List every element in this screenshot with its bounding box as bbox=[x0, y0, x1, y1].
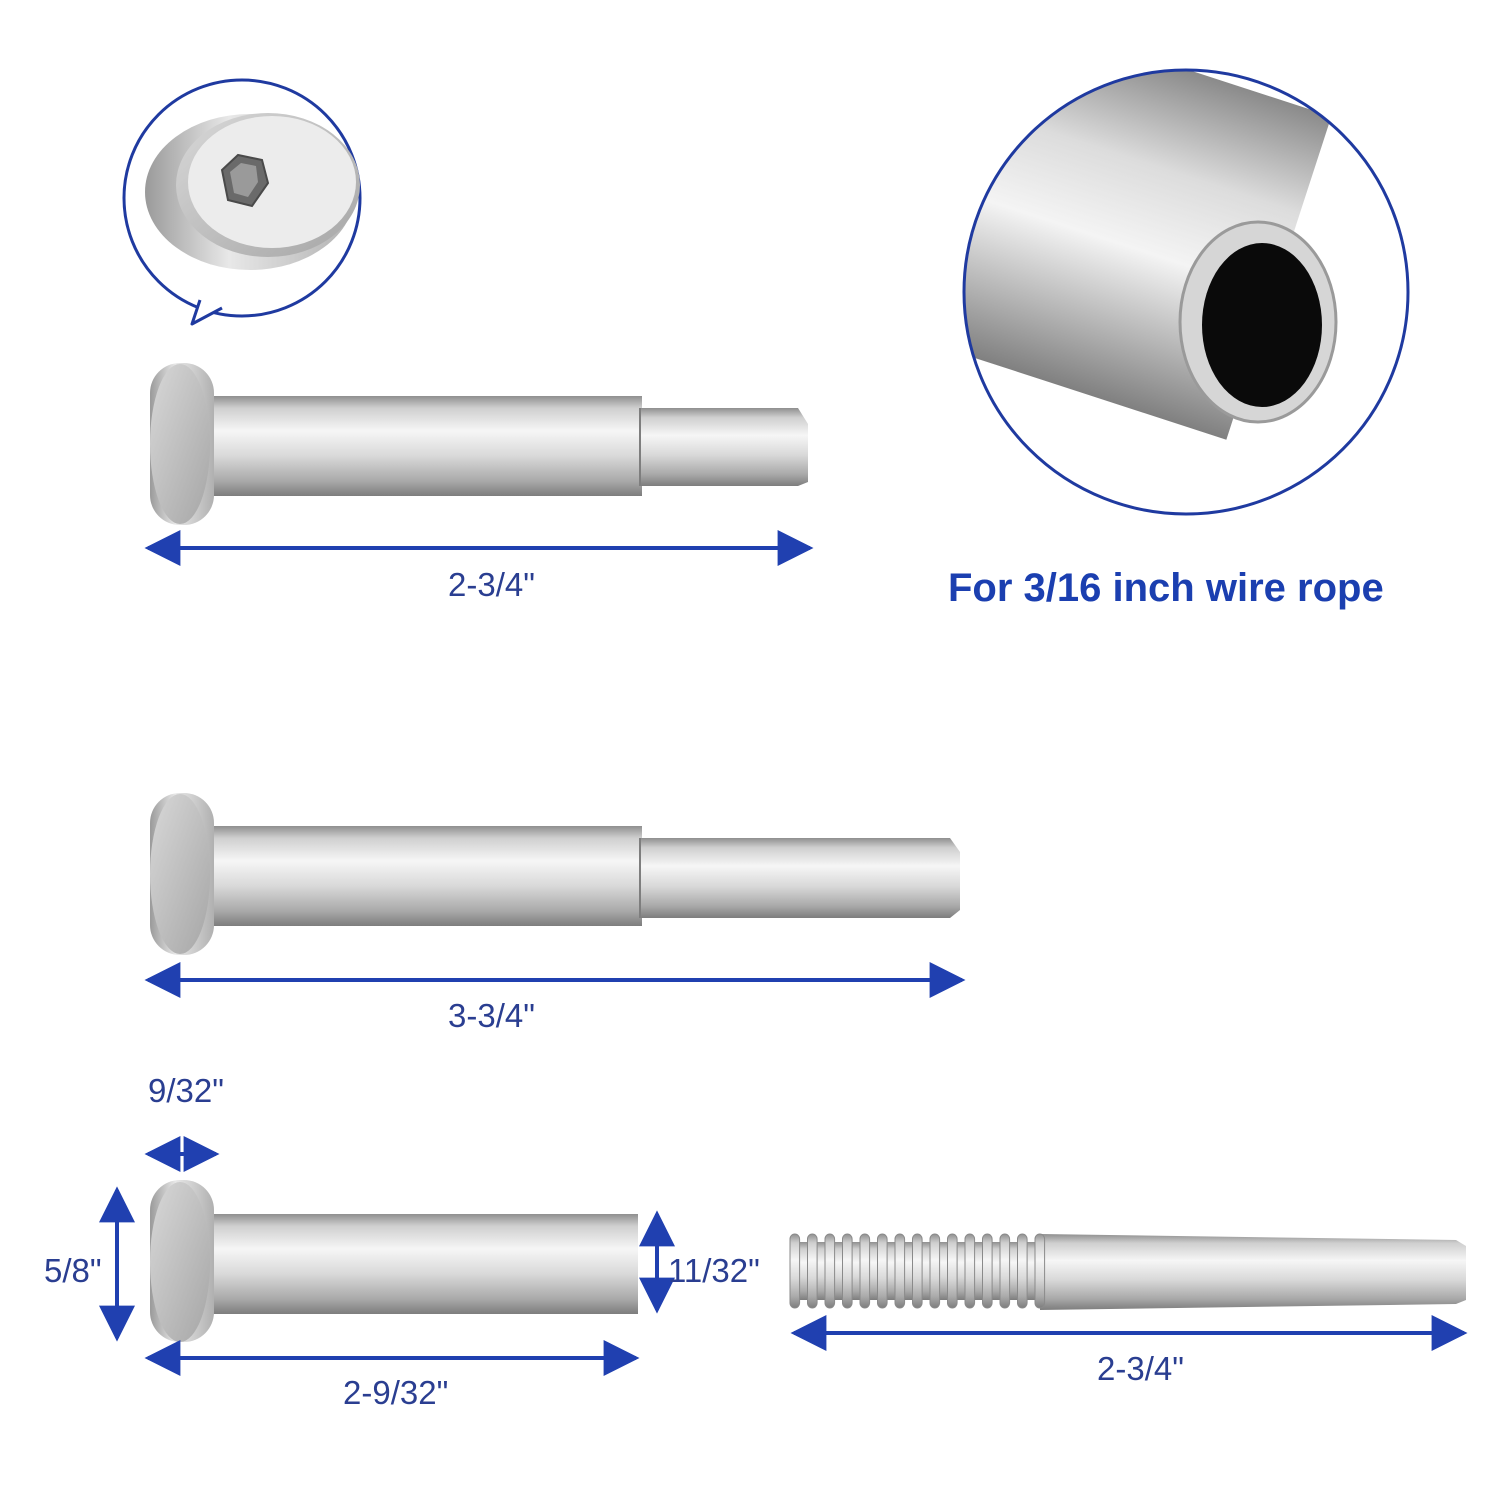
thread-ridge bbox=[842, 1233, 853, 1309]
thread-ridge bbox=[1017, 1233, 1028, 1309]
thread-ridge bbox=[807, 1233, 818, 1309]
thread-ridge bbox=[999, 1233, 1011, 1309]
dimension-lines bbox=[99, 530, 1468, 1376]
short-stud-length-label: 2-3/4" bbox=[448, 566, 535, 603]
thread-ridge bbox=[929, 1233, 941, 1309]
receiver-length-label: 2-9/32" bbox=[343, 1374, 449, 1411]
thread-ridge bbox=[824, 1233, 836, 1309]
thread-ridge bbox=[982, 1233, 993, 1309]
body-diameter-label: 11/32" bbox=[668, 1252, 760, 1289]
threaded-swage-stud bbox=[789, 1233, 1466, 1310]
long-stud-length-label: 3-3/4" bbox=[448, 997, 535, 1034]
thread-ridge bbox=[912, 1233, 923, 1309]
head-thickness-label: 9/32" bbox=[148, 1072, 224, 1109]
long-swage-stud bbox=[150, 793, 960, 955]
hollow-tube-end-icon bbox=[962, 68, 1410, 516]
wire-rope-size-caption: For 3/16 inch wire rope bbox=[948, 566, 1384, 610]
receiver-stud bbox=[150, 1180, 638, 1342]
thread-ridge bbox=[894, 1233, 906, 1309]
hex-socket-head-icon bbox=[122, 78, 362, 326]
short-swage-stud bbox=[150, 363, 808, 525]
thread-ridges bbox=[789, 1233, 1046, 1309]
thread-ridge bbox=[947, 1233, 958, 1309]
thread-ridge bbox=[964, 1233, 976, 1309]
thread-ridge bbox=[877, 1233, 888, 1309]
thread-ridge bbox=[789, 1233, 801, 1309]
threaded-stud-length-label: 2-3/4" bbox=[1097, 1350, 1184, 1387]
head-diameter-label: 5/8" bbox=[44, 1252, 102, 1289]
thread-ridge bbox=[1034, 1233, 1046, 1309]
thread-ridge bbox=[859, 1233, 871, 1309]
